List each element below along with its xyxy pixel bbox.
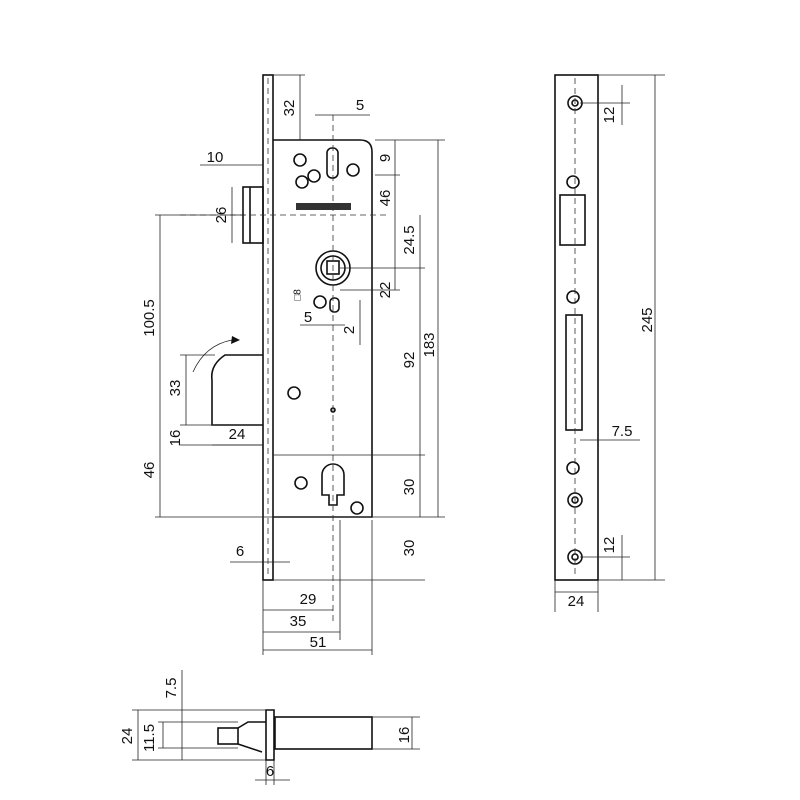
lock-case xyxy=(273,139,373,518)
dim-12-bottom: 12 xyxy=(601,537,618,554)
dim-7-5: 7.5 xyxy=(163,678,180,699)
front-view: 32 5 10 9 46 26 24.5 □8 22 5 2 100.5 92 … xyxy=(141,74,445,655)
dim-5-top: 5 xyxy=(356,97,364,114)
cylinder-cutout xyxy=(321,463,345,506)
dim-9: 9 xyxy=(377,154,394,162)
bottom-view: 7.5 24 11.5 16 6 xyxy=(119,670,420,785)
dim-2: 2 xyxy=(341,326,358,334)
dim-32: 32 xyxy=(281,100,298,117)
faceplate-view: 12 245 7.5 12 24 xyxy=(554,74,665,612)
dim-7-5: 7.5 xyxy=(612,423,633,440)
dim-16: 16 xyxy=(167,430,184,447)
faceplate-edge xyxy=(262,74,274,581)
dim-square-8: □8 xyxy=(293,289,304,301)
dim-24: 24 xyxy=(568,593,585,610)
screw-icon xyxy=(287,153,364,515)
dim-26: 26 xyxy=(213,207,230,224)
dim-6: 6 xyxy=(236,543,244,560)
dimension-lines xyxy=(155,74,445,655)
dim-46-right: 46 xyxy=(377,190,394,207)
latch-section xyxy=(217,727,239,745)
dim-46-left: 46 xyxy=(141,462,158,479)
deadbolt-opening xyxy=(565,314,583,431)
dim-16: 16 xyxy=(396,727,413,744)
dim-24: 24 xyxy=(119,728,136,745)
dim-30-upper: 30 xyxy=(401,479,418,496)
dim-24: 24 xyxy=(229,426,246,443)
dim-22: 22 xyxy=(377,282,394,299)
dim-183: 183 xyxy=(421,332,438,357)
dim-10: 10 xyxy=(207,149,224,166)
latch-opening xyxy=(559,194,586,246)
screw-icon xyxy=(566,175,580,475)
rotation-arrow-icon xyxy=(192,339,233,373)
dim-24-5: 24.5 xyxy=(401,225,418,254)
deadbolt-hook xyxy=(210,354,263,426)
dim-51: 51 xyxy=(310,634,327,651)
dim-33: 33 xyxy=(167,380,184,397)
faceplate-section xyxy=(265,709,275,761)
dim-5-mid: 5 xyxy=(304,309,312,326)
dim-29: 29 xyxy=(300,591,317,608)
dim-92: 92 xyxy=(401,352,418,369)
dim-30-lower: 30 xyxy=(401,540,418,557)
dim-6: 6 xyxy=(266,763,274,780)
faceplate xyxy=(554,74,599,581)
dim-11-5: 11.5 xyxy=(141,724,158,752)
case-section xyxy=(274,716,373,750)
dim-35: 35 xyxy=(290,613,307,630)
dim-12-top: 12 xyxy=(601,107,618,124)
dim-245: 245 xyxy=(639,307,656,332)
dim-100-5: 100.5 xyxy=(141,299,158,337)
slide-bar xyxy=(296,203,351,210)
